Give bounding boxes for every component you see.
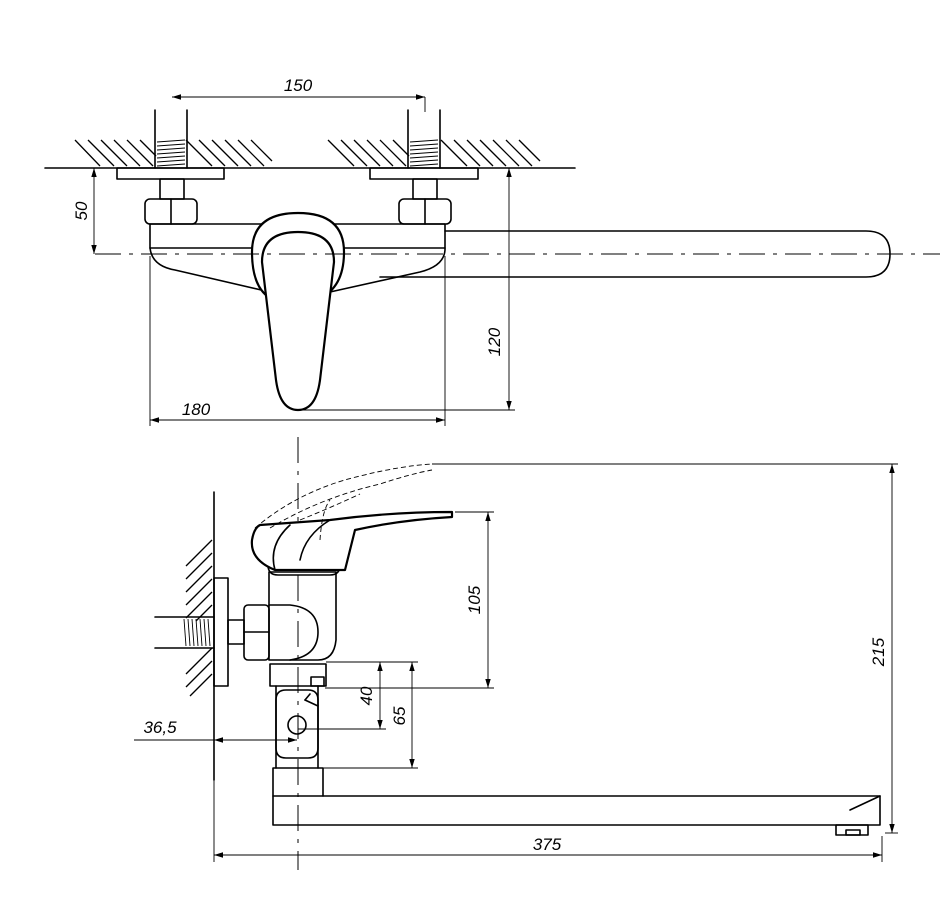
right-eccentric bbox=[412, 178, 438, 200]
dimension-150: 150 bbox=[172, 76, 426, 112]
dim-150-label: 150 bbox=[284, 76, 313, 95]
dimension-375: 375 bbox=[213, 780, 883, 862]
dimension-40: 40 bbox=[298, 661, 418, 730]
left-inlet-pipe bbox=[154, 109, 188, 169]
wall-hatching-right bbox=[327, 139, 541, 167]
right-nut bbox=[398, 198, 452, 225]
side-swivel-joint bbox=[275, 689, 319, 759]
dimension-65: 65 bbox=[318, 662, 418, 769]
dim-180-label: 180 bbox=[182, 400, 211, 419]
dim-50-label: 50 bbox=[72, 201, 91, 220]
side-wall-hatching bbox=[185, 539, 213, 697]
left-flange bbox=[116, 167, 225, 180]
side-lever bbox=[250, 510, 454, 572]
dim-65-label: 65 bbox=[390, 706, 409, 725]
dimension-120: 120 bbox=[298, 168, 515, 411]
dim-105-label: 105 bbox=[465, 585, 484, 614]
side-flange bbox=[213, 577, 229, 687]
dim-36-5-label: 36,5 bbox=[143, 718, 177, 737]
dim-375-label: 375 bbox=[533, 835, 562, 854]
dimension-36-5: 36,5 bbox=[134, 718, 297, 743]
dim-120-label: 120 bbox=[485, 327, 504, 356]
side-body bbox=[268, 571, 337, 661]
side-inlet-pipe bbox=[154, 616, 215, 649]
top-view: 150 50 120 180 bbox=[44, 76, 940, 870]
side-connector bbox=[269, 663, 327, 687]
dim-40-label: 40 bbox=[357, 686, 376, 705]
right-inlet-pipe bbox=[407, 109, 441, 169]
dim-215-label: 215 bbox=[869, 637, 888, 667]
left-nut bbox=[144, 198, 198, 225]
side-nut bbox=[243, 604, 270, 661]
side-spout bbox=[272, 767, 881, 826]
side-view: 105 215 40 65 36,5 bbox=[134, 463, 898, 862]
side-lever-raised bbox=[254, 463, 433, 541]
dimension-50: 50 bbox=[72, 168, 97, 254]
wall-hatching-left bbox=[74, 139, 273, 167]
left-eccentric bbox=[159, 178, 185, 200]
right-flange bbox=[369, 167, 479, 180]
dimension-215: 215 bbox=[432, 463, 898, 834]
dimension-180: 180 bbox=[149, 256, 446, 426]
side-eccentric bbox=[227, 619, 245, 645]
lever-blade-top bbox=[260, 230, 336, 412]
